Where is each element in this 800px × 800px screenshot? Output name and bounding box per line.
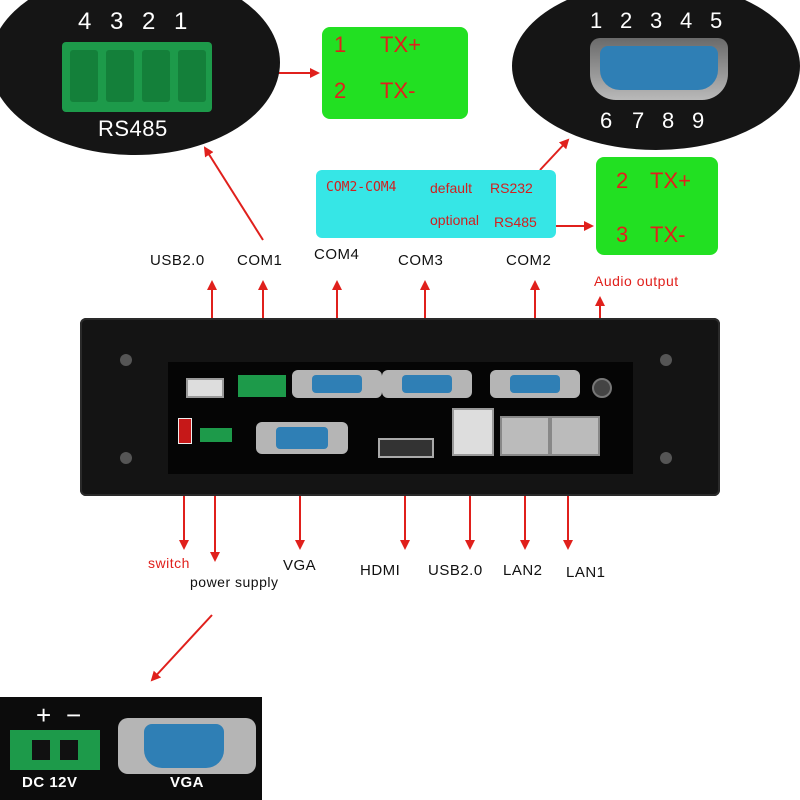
screw-icon	[120, 354, 132, 366]
db9-bottom-pin: 6	[600, 108, 613, 133]
rs485-pin-number: 3	[110, 8, 124, 35]
rs485-label: RS485	[98, 116, 168, 141]
screw-icon	[660, 452, 672, 464]
arrow-com1-inset	[203, 146, 264, 241]
note-rs485: RS485	[494, 214, 537, 230]
db9-bottom-pin: 9	[692, 108, 705, 133]
vga-connector-large	[118, 718, 256, 774]
rs485-pin-number: 1	[174, 8, 188, 35]
arrow-power-inset	[150, 614, 213, 682]
rs485-pin-num: 2	[334, 78, 347, 103]
rs485-pin-number: 4	[78, 8, 92, 35]
db9-top-pin: 2	[620, 8, 633, 33]
db9-pin-signal: TX+	[650, 168, 691, 193]
db9-pin-box	[596, 157, 718, 255]
rs485-pin-box	[322, 27, 468, 119]
label-lan2: LAN2	[503, 562, 543, 579]
vga-inset-label: VGA	[170, 774, 205, 791]
label-usb-bottom: USB2.0	[428, 562, 483, 579]
label-lan1: LAN1	[566, 564, 606, 581]
power-terminal	[200, 428, 232, 442]
usb-port-top	[186, 378, 224, 398]
db9-pin-num: 3	[616, 222, 629, 247]
dc-terminal	[10, 730, 100, 770]
audio-jack	[592, 378, 612, 398]
rs485-pin-signal: TX-	[380, 78, 416, 103]
note-rs232: RS232	[490, 180, 533, 196]
dc-12v-label: DC 12V	[22, 774, 78, 791]
db9-pin-signal: TX-	[650, 222, 686, 247]
label-com2: COM2	[506, 252, 552, 269]
com1-terminal	[238, 375, 286, 397]
label-power-supply: power supply	[190, 574, 279, 590]
rs485-pin-signal: TX+	[380, 32, 421, 57]
com2-db9-port	[490, 370, 580, 398]
label-vga: VGA	[283, 557, 317, 574]
rs485-pin-number: 2	[142, 8, 156, 35]
com3-db9-port	[382, 370, 472, 398]
db9-bottom-pin: 8	[662, 108, 675, 133]
db9-connector	[590, 38, 728, 100]
note-default: default	[430, 180, 473, 196]
com4-db9-port	[292, 370, 382, 398]
arrow-note-db9	[539, 138, 570, 171]
label-hdmi: HDMI	[360, 562, 401, 579]
screw-icon	[660, 354, 672, 366]
screw-icon	[120, 452, 132, 464]
label-com4: COM4	[314, 246, 360, 263]
label-switch: switch	[148, 555, 190, 571]
rs485-pin-num: 1	[334, 32, 347, 57]
vga-port	[256, 422, 348, 454]
db9-top-pin: 1	[590, 8, 603, 33]
dc-minus-label: −	[66, 700, 82, 730]
lan1-port	[550, 416, 600, 456]
db9-top-pin: 3	[650, 8, 663, 33]
hdmi-port	[378, 438, 434, 458]
dc-plus-label: +	[36, 700, 52, 730]
power-switch	[178, 418, 192, 444]
com-mode-note: COM2-COM4 default RS232 optional RS485	[316, 170, 556, 238]
db9-pin-num: 2	[616, 168, 629, 193]
label-com1: COM1	[237, 252, 283, 269]
lan2-port	[500, 416, 550, 456]
usb-port-bottom	[452, 408, 494, 456]
db9-top-pin: 5	[710, 8, 723, 33]
note-optional: optional	[430, 212, 480, 228]
rs485-connector	[62, 42, 212, 112]
db9-top-pin: 4	[680, 8, 693, 33]
db9-bottom-pin: 7	[632, 108, 645, 133]
label-usb-top: USB2.0	[150, 252, 205, 269]
note-com-range: COM2-COM4	[326, 180, 397, 195]
label-com3: COM3	[398, 252, 444, 269]
label-audio-output: Audio output	[594, 273, 679, 289]
